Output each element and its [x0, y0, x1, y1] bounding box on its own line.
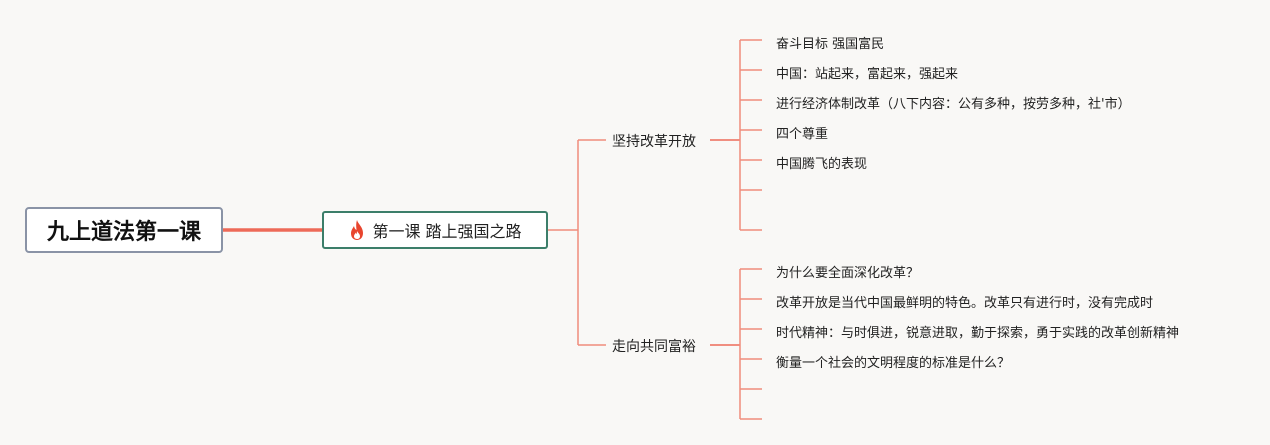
fire-icon	[351, 220, 364, 240]
branch-label: 走向共同富裕	[612, 339, 696, 355]
branch-common-prosperity[interactable]: 走向共同富裕	[612, 336, 696, 356]
leaf-topic[interactable]: 时代精神：与时俱进，锐意进取，勤于探索，勇于实践的改革创新精神	[776, 322, 1179, 341]
leaf-topic[interactable]: 进行经济体制改革（八下内容：公有多种，按劳多种，社'市）	[776, 93, 1131, 112]
leaf-topic[interactable]: 中国腾飞的表现	[776, 153, 867, 172]
leaf-label: 中国腾飞的表现	[776, 157, 868, 172]
leaf-label: 中国：站起来，富起来，强起来	[776, 67, 959, 82]
leaf-topic[interactable]: 四个尊重	[776, 123, 828, 142]
leaf-label: 奋斗目标 强国富民	[776, 37, 885, 52]
leaf-label: 衡量一个社会的文明程度的标准是什么？	[776, 356, 1011, 371]
main-topic-label: 第一课 踏上强国之路	[372, 222, 522, 241]
leaf-topic[interactable]: 衡量一个社会的文明程度的标准是什么？	[776, 352, 1010, 371]
leaf-label: 四个尊重	[776, 127, 829, 142]
branch-label: 坚持改革开放	[612, 134, 696, 150]
leaf-label: 时代精神：与时俱进，锐意进取，勤于探索，勇于实践的改革创新精神	[776, 326, 1180, 341]
leaf-label: 为什么要全面深化改革？	[776, 266, 920, 281]
root-topic-label: 九上道法第一课	[46, 220, 201, 245]
leaf-topic[interactable]: 奋斗目标 强国富民	[776, 33, 884, 52]
branch-reform-opening[interactable]: 坚持改革开放	[612, 131, 696, 151]
leaf-label: 改革开放是当代中国最鲜明的特色。改革只有进行时，没有完成时	[776, 296, 1154, 311]
leaf-topic[interactable]: 改革开放是当代中国最鲜明的特色。改革只有进行时，没有完成时	[776, 292, 1153, 311]
main-topic[interactable]: 第一课 踏上强国之路	[322, 211, 548, 249]
leaf-topic[interactable]: 为什么要全面深化改革？	[776, 262, 919, 281]
root-topic[interactable]: 九上道法第一课	[25, 207, 223, 253]
leaf-label: 进行经济体制改革（八下内容：公有多种，按劳多种，社'市）	[776, 97, 1131, 112]
leaf-topic[interactable]: 中国：站起来，富起来，强起来	[776, 63, 958, 82]
